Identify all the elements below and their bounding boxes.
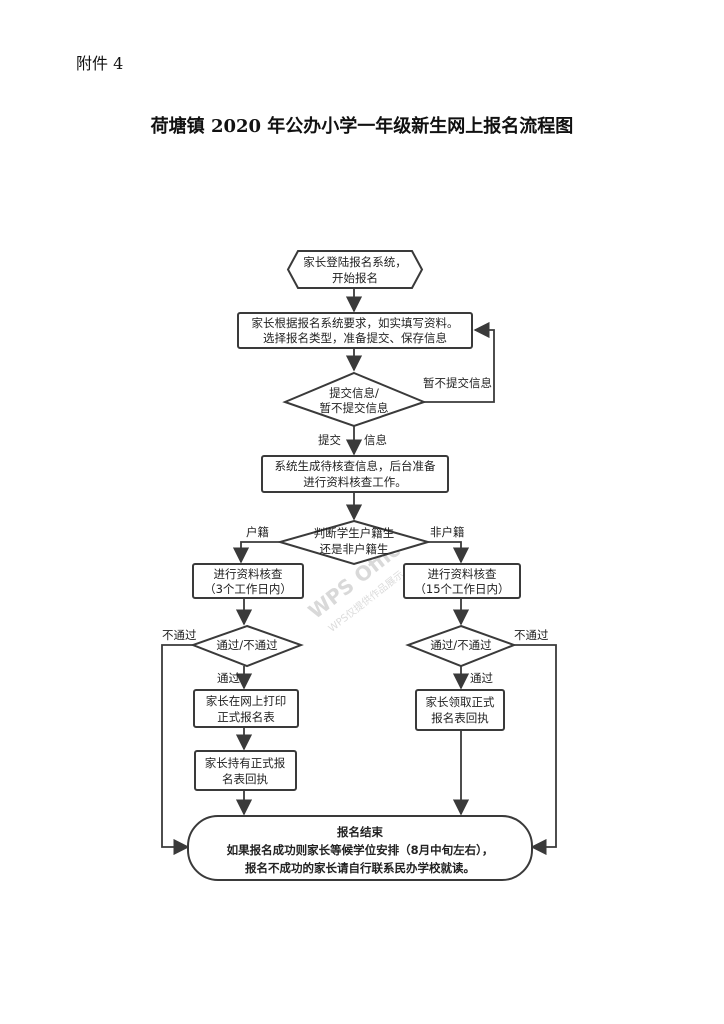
label-hukou: 户籍 [246,525,269,539]
label-non-hukou: 非户籍 [430,525,465,539]
edge-fail-nonlocal [514,644,557,856]
node-pass-local: 通过/不通过 [190,624,304,668]
node-fill-line2: 选择报名类型，准备提交、保存信息 [263,331,447,345]
node-collect-form-line1: 家长领取正式 [426,695,495,709]
node-submit-decision: 提交信息/ 暂不提交信息 [282,371,427,428]
node-verify-nonlocal: 进行资料核查 （15个工作日内） [403,563,521,599]
document-title: 荷塘镇 2020 年公办小学一年级新生网上报名流程图 [150,116,574,137]
node-pass-nonlocal: 通过/不通过 [405,624,517,668]
label-submit-right: 信息 [364,433,387,447]
node-collect-form: 家长领取正式 报名表回执 [415,689,505,731]
node-hukou-decision-line1: 判断学生户籍生 [314,526,395,540]
edge-not-submit-loop [424,321,495,403]
node-pass-nonlocal-label: 通过/不通过 [430,638,492,652]
node-hold-form-line1: 家长持有正式报 [205,756,286,770]
node-verify-local-line2: （3个工作日内） [204,582,292,596]
node-pass-local-label: 通过/不通过 [216,638,278,652]
node-verify-local-line1: 进行资料核查 [214,567,283,581]
attachment-label: 附件 4 [76,54,124,73]
node-generate: 系统生成待核查信息，后台准备 进行资料核查工作。 [261,455,449,493]
node-verify-nonlocal-line1: 进行资料核查 [428,567,497,581]
node-verify-nonlocal-line2: （15个工作日内） [414,582,509,596]
node-hukou-decision: 判断学生户籍生 还是非户籍生 [276,519,432,566]
edge-hukou-local [232,541,280,564]
label-fail-right: 不通过 [514,628,549,642]
edge-hukou-nonlocal [428,541,470,564]
node-submit-decision-line1: 提交信息/ [329,386,379,400]
node-print-form-line2: 正式报名表 [217,710,275,724]
node-login: 家长登陆报名系统， 开始报名 [286,250,424,289]
node-end-line3: 报名不成功的家长请自行联系民办学校就读。 [245,861,475,875]
node-print-form-line1: 家长在网上打印 [206,694,287,708]
edge-labels: 暂不提交信息 提交 信息 户籍 非户籍 不通过 通过 通过 不通过 [162,376,549,685]
node-print-form: 家长在网上打印 正式报名表 [193,689,299,728]
node-login-line2: 开始报名 [332,271,378,285]
node-login-line1: 家长登陆报名系统， [303,255,407,269]
node-submit-decision-line2: 暂不提交信息 [320,401,389,415]
node-fill-line1: 家长根据报名系统要求，如实填写资料。 [252,316,459,330]
node-end-line1: 报名结束 [337,825,383,839]
label-pass-right: 通过 [470,671,493,685]
label-pass-left: 通过 [217,671,240,685]
node-hukou-decision-line2: 还是非户籍生 [320,542,389,556]
node-end: 报名结束 如果报名成功则家长等候学位安排（8月中旬左右）， 报名不成功的家长请自… [187,815,533,881]
label-not-submit: 暂不提交信息 [423,376,492,390]
label-fail-left: 不通过 [162,628,197,642]
node-fill: 家长根据报名系统要求，如实填写资料。 选择报名类型，准备提交、保存信息 [237,312,473,349]
node-collect-form-line2: 报名表回执 [431,711,489,725]
node-hold-form: 家长持有正式报 名表回执 [194,750,297,791]
edge-fail-local [161,644,193,856]
label-submit-left: 提交 [318,433,341,447]
node-hold-form-line2: 名表回执 [222,772,268,786]
node-verify-local: 进行资料核查 （3个工作日内） [192,563,304,599]
node-generate-line2: 进行资料核查工作。 [303,475,407,489]
node-generate-line1: 系统生成待核查信息，后台准备 [275,459,436,473]
node-end-line2: 如果报名成功则家长等候学位安排（8月中旬左右）， [227,843,494,857]
edges [161,288,557,856]
